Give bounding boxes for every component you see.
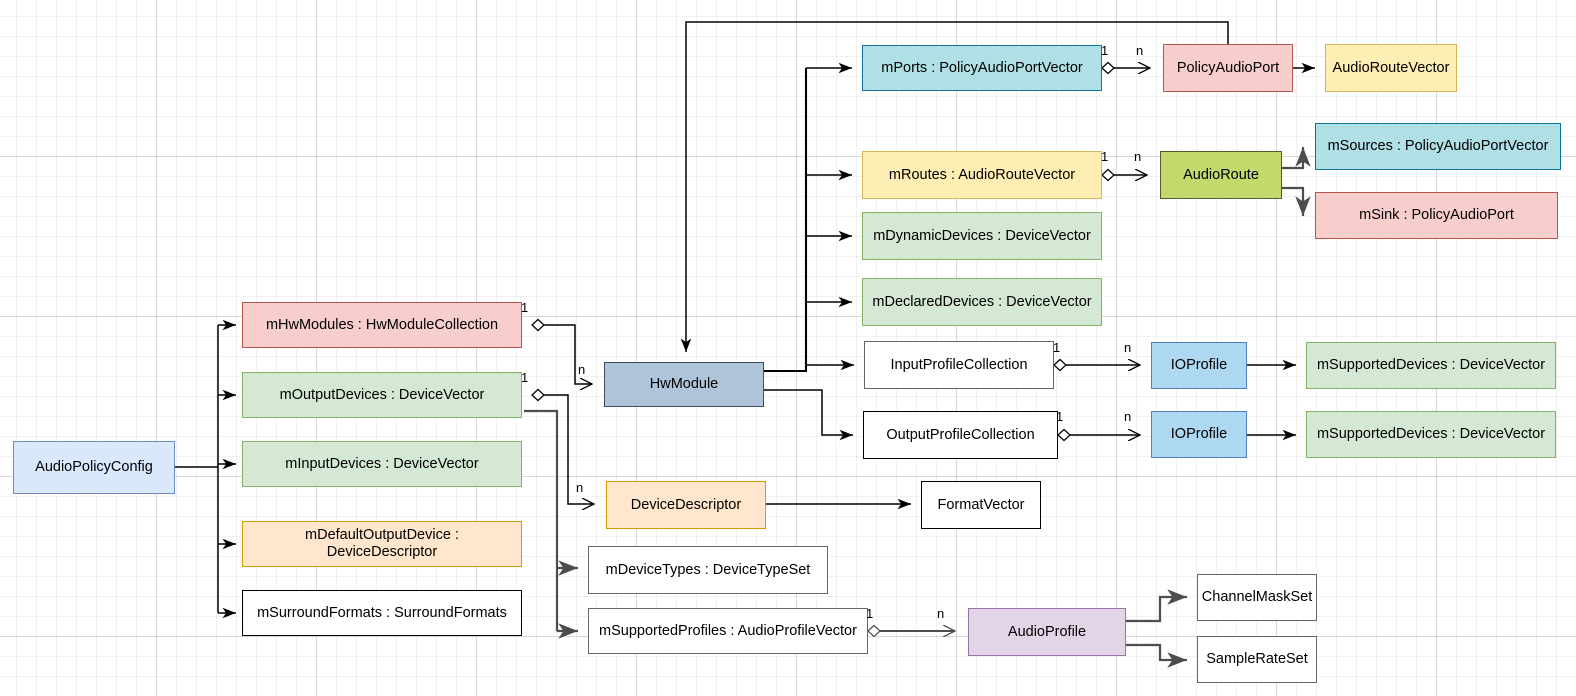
multiplicity-label: n [576,480,584,495]
multiplicity-label: n [1124,340,1132,355]
multiplicity-label: 1 [1101,43,1109,58]
multiplicity-label: n [1136,43,1144,58]
node-input-profile-collection[interactable]: InputProfileCollection [864,341,1054,389]
node-audio-route-vector[interactable]: AudioRouteVector [1325,44,1457,92]
aggregation-diamond-hwmodules [531,318,545,332]
node-device-descriptor[interactable]: DeviceDescriptor [606,481,766,529]
multiplicity-label: n [1134,149,1142,164]
multiplicity-label: n [937,606,945,621]
node-m-output-devices[interactable]: mOutputDevices : DeviceVector [242,372,522,418]
node-output-profile-collection[interactable]: OutputProfileCollection [863,411,1058,459]
edge-outputdevices-diamond-line [543,394,594,504]
node-label: AudioRouteVector [1332,59,1450,76]
node-label: mSurroundFormats : SurroundFormats [257,604,507,621]
node-io-profile-output[interactable]: IOProfile [1151,411,1247,458]
node-audio-policy-config[interactable]: AudioPolicyConfig [13,441,175,494]
node-label: mDeviceTypes : DeviceTypeSet [605,561,811,578]
multiplicity-label: n [1124,409,1132,424]
edge-audioroute-to-sink [1282,186,1311,216]
node-sample-rate-set[interactable]: SampleRateSet [1197,636,1317,683]
node-label: OutputProfileCollection [886,426,1035,443]
node-m-routes[interactable]: mRoutes : AudioRouteVector [862,151,1102,199]
node-m-sources[interactable]: mSources : PolicyAudioPortVector [1315,123,1561,170]
node-m-default-output-device[interactable]: mDefaultOutputDevice : DeviceDescriptor [242,521,522,567]
multiplicity-label: 1 [1053,340,1061,355]
node-m-dynamic-devices[interactable]: mDynamicDevices : DeviceVector [862,212,1102,260]
node-m-hw-modules[interactable]: mHwModules : HwModuleCollection [242,302,522,348]
multiplicity-label: 1 [521,300,529,315]
node-label: mSupportedDevices : DeviceVector [1316,357,1546,374]
node-label: AudioProfile [1007,623,1087,640]
node-m-device-types[interactable]: mDeviceTypes : DeviceTypeSet [588,546,828,594]
node-policy-audio-port[interactable]: PolicyAudioPort [1163,44,1293,92]
node-format-vector[interactable]: FormatVector [921,481,1041,529]
node-channel-mask-set[interactable]: ChannelMaskSet [1197,574,1317,621]
node-label: mSources : PolicyAudioPortVector [1327,138,1549,155]
node-label: mHwModules : HwModuleCollection [265,316,499,333]
aggregation-diamond-supportedprofiles [867,624,881,638]
node-label: mInputDevices : DeviceVector [285,455,479,472]
aggregation-diamond-ports [1101,61,1115,75]
node-m-ports[interactable]: mPorts : PolicyAudioPortVector [862,45,1102,91]
node-label: mDefaultOutputDevice : DeviceDescriptor [305,527,459,560]
aggregation-diamond-inputprofile [1053,358,1067,372]
node-label: ChannelMaskSet [1201,589,1313,606]
edge-outputdevices-grey-trunk [524,409,559,631]
multiplicity-label: 1 [1056,409,1064,424]
aggregation-diamond-outputdevices [531,388,545,402]
multiplicity-label: n [578,362,586,377]
node-label: SampleRateSet [1206,651,1308,668]
node-m-supported-profiles[interactable]: mSupportedProfiles : AudioProfileVector [588,608,868,654]
node-label: mPorts : PolicyAudioPortVector [881,59,1083,76]
node-label: mSupportedProfiles : AudioProfileVector [599,622,857,639]
edge-hwmodule-to-outputprofile [764,389,853,441]
node-m-sink[interactable]: mSink : PolicyAudioPort [1315,192,1558,239]
multiplicity-label: 1 [521,370,529,385]
multiplicity-label: 1 [866,606,874,621]
node-label: DeviceDescriptor [630,496,742,513]
node-label: PolicyAudioPort [1176,59,1280,76]
node-label: mOutputDevices : DeviceVector [279,386,485,403]
aggregation-diamond-routes [1101,168,1115,182]
node-label: InputProfileCollection [890,356,1028,373]
node-audio-profile[interactable]: AudioProfile [968,608,1126,656]
edge-hwmodule-fanout-trunk [764,68,808,373]
node-label: HwModule [649,376,719,393]
node-m-supported-devices-input[interactable]: mSupportedDevices : DeviceVector [1306,342,1556,389]
node-label: IOProfile [1170,357,1228,374]
aggregation-diamond-outputprofile [1057,428,1071,442]
node-label: mDeclaredDevices : DeviceVector [872,293,1092,310]
node-m-supported-devices-output[interactable]: mSupportedDevices : DeviceVector [1306,411,1556,458]
edge-audioprofile-to-channelmaskset [1126,589,1187,623]
multiplicity-label: 1 [1101,149,1109,164]
node-io-profile-input[interactable]: IOProfile [1151,342,1247,389]
node-label: FormatVector [937,496,1025,513]
node-m-surround-formats[interactable]: mSurroundFormats : SurroundFormats [242,590,522,636]
node-label: mSupportedDevices : DeviceVector [1316,426,1546,443]
node-label: AudioRoute [1183,166,1259,183]
node-label: mDynamicDevices : DeviceVector [873,227,1091,244]
node-audio-route[interactable]: AudioRoute [1160,151,1282,199]
node-hw-module[interactable]: HwModule [604,362,764,407]
edge-audioroute-to-sources [1282,147,1311,170]
edge-audioprofile-to-sampleRateset [1126,643,1187,668]
node-m-declared-devices[interactable]: mDeclaredDevices : DeviceVector [862,278,1102,326]
node-label: mRoutes : AudioRouteVector [888,166,1076,183]
node-label: AudioPolicyConfig [35,459,153,476]
node-m-input-devices[interactable]: mInputDevices : DeviceVector [242,441,522,487]
node-label: IOProfile [1170,426,1228,443]
node-label: mSink : PolicyAudioPort [1359,207,1514,224]
